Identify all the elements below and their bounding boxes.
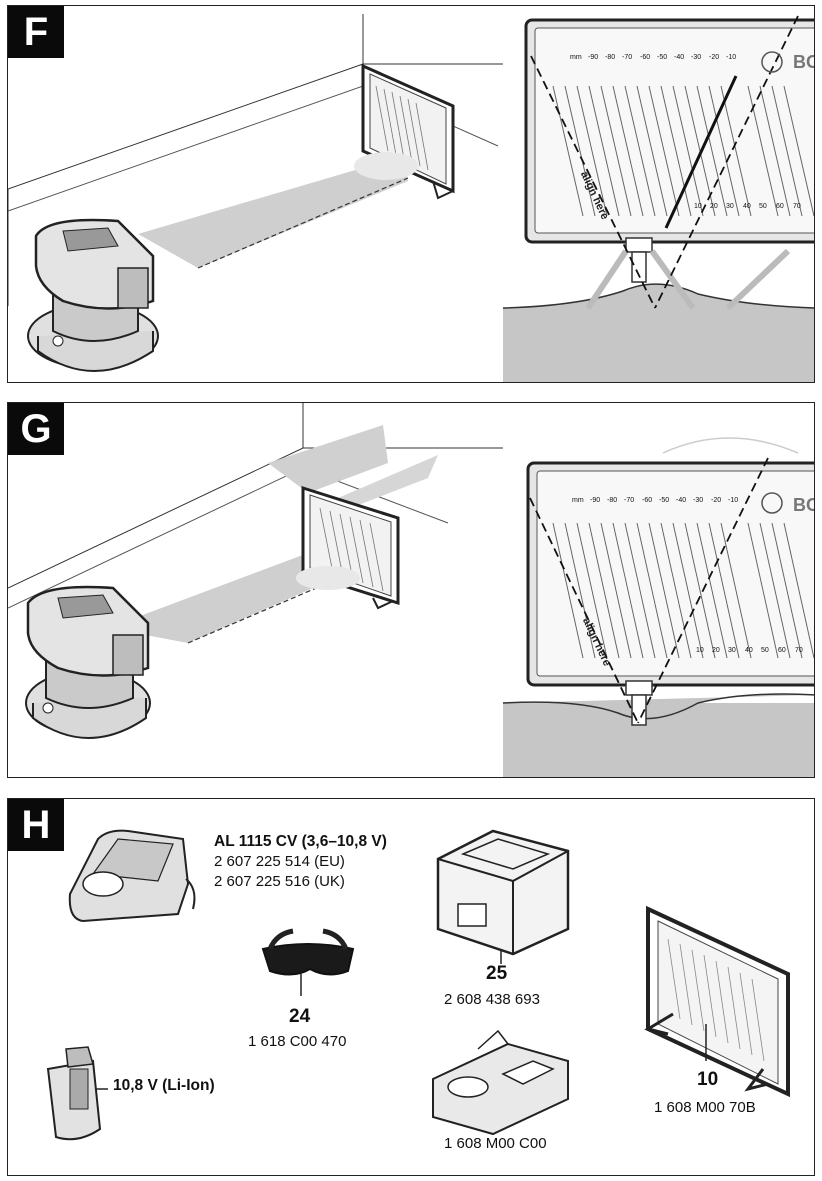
laser-wall-illustration: BOSCH align here — [8, 403, 815, 777]
battery-icon — [46, 1046, 108, 1141]
scale-tick: mm — [572, 497, 584, 504]
scale-tick: 10 — [696, 647, 704, 654]
target-number: 10 — [697, 1069, 719, 1090]
scale-tick: 20 — [712, 647, 720, 654]
case-number: 25 — [486, 963, 508, 984]
scale-tick: 70 — [795, 647, 803, 654]
scale-tick: 40 — [743, 203, 751, 210]
case-insert-icon — [432, 1029, 569, 1136]
charger-title: AL 1115 CV (3,6–10,8 V) — [214, 833, 387, 850]
charger-part-eu: 2 607 225 514 (EU) — [214, 853, 345, 870]
scale-tick: -30 — [691, 54, 702, 61]
glasses-number: 24 — [289, 1006, 311, 1027]
scale-tick: 20 — [710, 203, 718, 210]
figure-panel-f: F — [7, 5, 815, 383]
scale-tick: -10 — [728, 497, 739, 504]
insert-part: 1 608 M00 C00 — [444, 1135, 547, 1152]
panel-letter: H — [8, 799, 64, 851]
glasses-part: 1 618 C00 470 — [248, 1033, 347, 1050]
laser-device — [27, 218, 159, 372]
target-plate-small — [296, 485, 400, 610]
laser-target-plate-icon — [644, 905, 790, 1098]
scale-tick: -70 — [622, 54, 633, 61]
panel-letter: G — [8, 403, 64, 455]
scale-tick: -90 — [588, 54, 599, 61]
scale-tick: -20 — [711, 497, 722, 504]
brand-text: BOSCH — [793, 495, 815, 515]
target-closeup: BOSCH align here — [502, 411, 815, 777]
scale-tick: -90 — [590, 497, 601, 504]
scale-tick: -70 — [624, 497, 635, 504]
scale-tick: 70 — [793, 203, 801, 210]
safety-glasses-icon — [261, 928, 355, 996]
case-part: 2 608 438 693 — [444, 991, 540, 1008]
laser-wall-illustration: BOSCH align here — [8, 14, 815, 382]
scale-tick: 30 — [726, 203, 734, 210]
charger-icon — [68, 829, 196, 923]
scale-tick: -60 — [642, 497, 653, 504]
scale-tick: -40 — [676, 497, 687, 504]
scale-tick: 10 — [694, 203, 702, 210]
scale-tick: -10 — [726, 54, 737, 61]
target-closeup: BOSCH align here — [502, 14, 815, 382]
scale-tick: -50 — [657, 54, 668, 61]
figure-panel-h: H — [7, 798, 815, 1176]
panel-letter: F — [8, 6, 64, 58]
accessories-illustration — [46, 829, 790, 1141]
scale-tick: 60 — [778, 647, 786, 654]
scale-tick: -50 — [659, 497, 670, 504]
scale-tick: -60 — [640, 54, 651, 61]
battery-label: 10,8 V (Li-Ion) — [113, 1077, 215, 1094]
scale-tick: mm — [570, 54, 582, 61]
target-plate-small — [354, 63, 455, 200]
scale-tick: 60 — [776, 203, 784, 210]
brand-text: BOSCH — [793, 52, 815, 72]
target-part: 1 608 M00 70B — [654, 1099, 756, 1116]
scale-tick: -80 — [605, 54, 616, 61]
scale-tick: -40 — [674, 54, 685, 61]
laser-device — [25, 585, 151, 739]
figure-panel-g: G — [7, 402, 815, 778]
scale-tick: 30 — [728, 647, 736, 654]
scale-tick: -30 — [693, 497, 704, 504]
scale-tick: 50 — [759, 203, 767, 210]
charger-part-uk: 2 607 225 516 (UK) — [214, 873, 345, 890]
scale-tick: -20 — [709, 54, 720, 61]
scale-tick: -80 — [607, 497, 618, 504]
scale-tick: 40 — [745, 647, 753, 654]
carrying-case-icon — [436, 829, 570, 964]
scale-tick: 50 — [761, 647, 769, 654]
